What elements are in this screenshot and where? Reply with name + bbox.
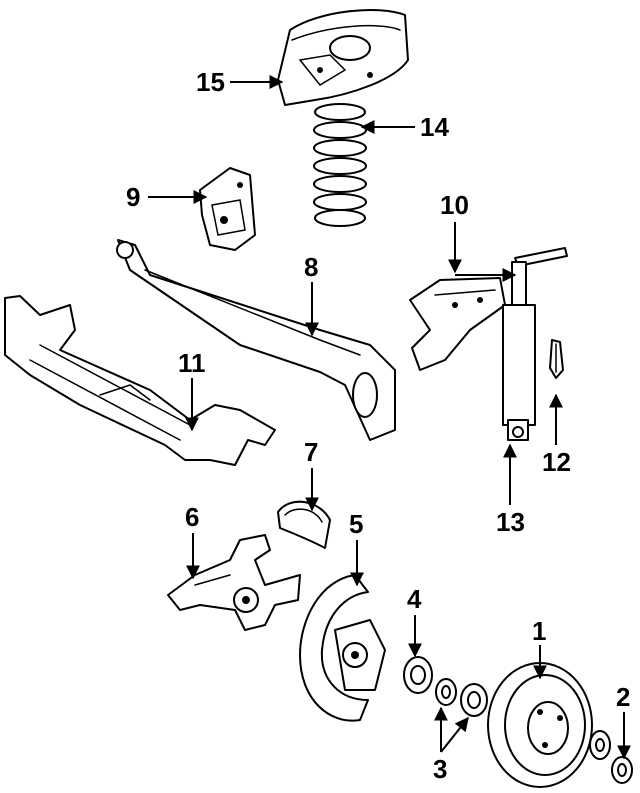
callout-1: 1 (532, 616, 546, 646)
part-12-cotter-pin (549, 339, 564, 379)
callout-10: 10 (440, 190, 469, 220)
callout-13: 13 (496, 507, 525, 537)
part-1-brake-rotor (487, 662, 593, 788)
part-11-axle-beam (4, 295, 276, 466)
part-5-dust-shield (299, 574, 386, 722)
callout-11: 11 (178, 348, 206, 378)
part-9-bracket (199, 167, 256, 251)
callout-6: 6 (185, 502, 199, 532)
leader-lines (148, 75, 631, 760)
part-3-bearings (435, 678, 488, 717)
callout-9: 9 (126, 182, 140, 212)
part-7-brake-pad (277, 500, 331, 549)
callout-14: 14 (420, 112, 449, 142)
leader-3b (440, 716, 469, 753)
callout-8: 8 (304, 252, 318, 282)
callout-15: 15 (196, 67, 225, 97)
callout-5: 5 (349, 509, 363, 539)
callout-7: 7 (304, 437, 318, 467)
part-4-bearing (403, 656, 433, 694)
part-2-washer-nut (589, 730, 633, 784)
part-14-coil-spring (313, 103, 367, 227)
callout-12: 12 (542, 447, 571, 477)
callout-labels: 15 14 9 10 8 11 7 12 6 5 13 4 1 2 3 (126, 67, 630, 784)
callout-3: 3 (433, 754, 447, 784)
callout-4: 4 (407, 584, 422, 614)
part-10-shock-bracket (409, 277, 506, 371)
part-15-spring-upper-seat (277, 9, 409, 106)
callout-2: 2 (616, 682, 630, 712)
part-8-radius-arm (116, 239, 396, 441)
part-6-steering-knuckle (167, 534, 301, 631)
